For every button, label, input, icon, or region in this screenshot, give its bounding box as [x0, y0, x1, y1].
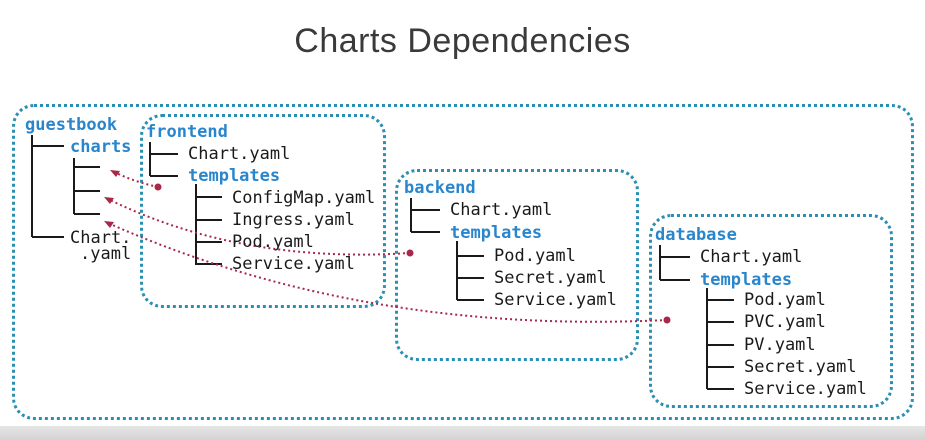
backend-file: Secret.yaml — [494, 268, 607, 288]
backend-arrow — [107, 198, 411, 256]
guestbook-chart-yaml-line2: .yaml — [80, 244, 132, 264]
database-file: Pod.yaml — [744, 290, 826, 310]
backend-file: Service.yaml — [494, 290, 617, 310]
frontend-label: frontend — [146, 122, 228, 142]
database-templates-label: templates — [700, 270, 793, 290]
database-arrow — [107, 222, 668, 323]
charts-folder-label: charts — [70, 137, 132, 157]
frontend-chart-yaml: Chart.yaml — [188, 144, 291, 164]
frontend-file: Pod.yaml — [232, 232, 314, 252]
guestbook-chart-yaml-line1: Chart. — [70, 228, 132, 248]
database-file: Service.yaml — [744, 379, 867, 399]
backend-chart-yaml: Chart.yaml — [450, 200, 553, 220]
backend-file: Pod.yaml — [494, 246, 576, 266]
database-file: PVC.yaml — [744, 312, 826, 332]
frontend-templates-label: templates — [188, 166, 281, 186]
backend-label: backend — [404, 178, 476, 198]
guestbook-label: guestbook — [25, 115, 118, 135]
database-label: database — [655, 225, 737, 245]
database-chart-yaml: Chart.yaml — [700, 247, 803, 267]
backend-arrow-dot — [406, 249, 414, 257]
bottom-bar — [0, 426, 925, 439]
backend-arrow-head — [104, 197, 114, 204]
frontend-arrow-head — [110, 170, 120, 177]
frontend-box — [140, 114, 386, 308]
guestbook-box — [12, 104, 914, 420]
database-box — [649, 214, 893, 408]
page-title: Charts Dependencies — [294, 22, 631, 60]
frontend-arrow-dot — [154, 183, 162, 191]
backend-box — [395, 169, 639, 361]
frontend-file: ConfigMap.yaml — [232, 188, 376, 208]
frontend-arrow — [113, 171, 159, 188]
frontend-file: Service.yaml — [232, 254, 355, 274]
database-file: PV.yaml — [744, 335, 816, 355]
database-arrow-dot — [663, 316, 671, 324]
database-file: Secret.yaml — [744, 357, 857, 377]
frontend-file: Ingress.yaml — [232, 210, 355, 230]
backend-templates-label: templates — [450, 223, 543, 243]
database-arrow-head — [104, 221, 114, 228]
